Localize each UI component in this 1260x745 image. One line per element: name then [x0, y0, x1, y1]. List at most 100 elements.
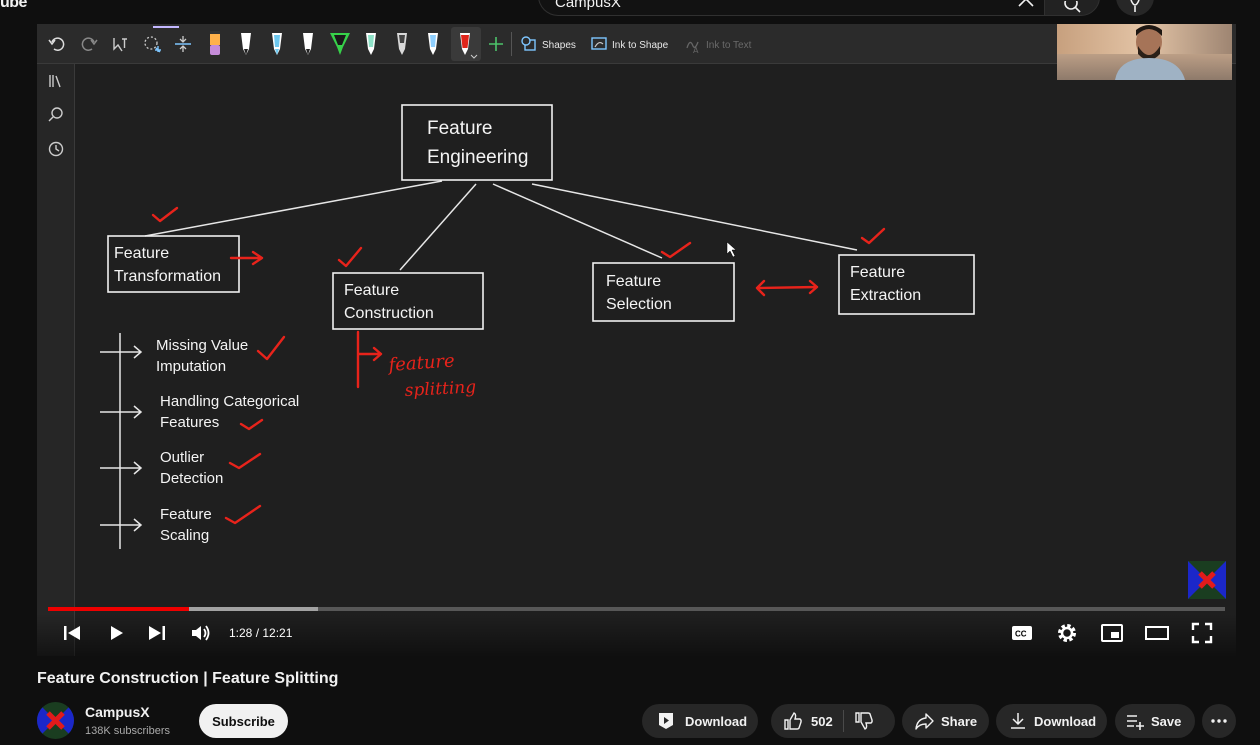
youtube-logo[interactable]: ube — [0, 0, 27, 11]
progress-played — [48, 607, 189, 611]
share-button[interactable]: Share — [902, 704, 989, 738]
undo-icon — [48, 37, 65, 51]
premium-download-button[interactable]: Download — [642, 704, 758, 738]
dislike-icon[interactable] — [854, 711, 874, 731]
pen-teal-icon — [366, 33, 376, 55]
extraction-line1: Feature — [850, 264, 905, 281]
pen-blue-icon — [272, 33, 282, 55]
item-scaling-line1: Feature — [160, 506, 212, 523]
save-button[interactable]: Save — [1115, 704, 1195, 738]
search-button[interactable] — [1044, 0, 1100, 16]
selection-line2: Selection — [606, 296, 672, 313]
extraction-line2: Extraction — [850, 287, 921, 304]
toolbar-divider — [511, 32, 512, 56]
check-scaling — [224, 504, 262, 525]
fullscreen-button[interactable] — [1190, 621, 1214, 645]
pen-purple-icon — [210, 31, 220, 55]
time-display: 1:28 / 12:21 — [229, 626, 293, 640]
check-extraction — [860, 227, 886, 245]
search-icon — [48, 107, 63, 122]
channel-watermark-icon[interactable] — [1188, 561, 1226, 599]
like-icon[interactable] — [783, 711, 803, 731]
presenter-figure — [1115, 25, 1185, 80]
next-button[interactable] — [145, 621, 169, 645]
pen-red-icon — [460, 33, 470, 55]
previous-button[interactable] — [60, 621, 84, 645]
double-arrow-selection-extraction — [755, 279, 819, 297]
transformation-line2: Transformation — [114, 268, 221, 285]
pen-lightblue-icon — [428, 33, 438, 55]
construction-box — [332, 272, 484, 330]
channel-avatar[interactable] — [37, 702, 74, 739]
clear-search-icon[interactable] — [1016, 0, 1036, 14]
save-label: Save — [1151, 713, 1182, 729]
check-missing — [256, 335, 286, 361]
share-icon — [915, 713, 934, 730]
more-actions-button[interactable] — [1202, 704, 1236, 738]
ink-to-text-icon: A — [686, 41, 699, 54]
video-frame: Shapes Ink to Shape A Ink to Text — [37, 24, 1236, 656]
diagram-boxes — [107, 104, 975, 330]
video-player[interactable]: Shapes Ink to Shape A Ink to Text — [37, 24, 1236, 656]
captions-button[interactable]: CC — [1010, 621, 1034, 645]
voice-search-button[interactable] — [1116, 0, 1154, 16]
red-ink-annotations — [151, 206, 886, 525]
note-feature: feature — [386, 350, 455, 376]
play-button[interactable] — [104, 621, 128, 645]
save-playlist-icon — [1127, 715, 1144, 730]
search-icon — [1064, 1, 1081, 13]
theater-mode-button[interactable] — [1145, 621, 1169, 645]
volume-button[interactable] — [189, 621, 213, 645]
check-transformation — [151, 206, 179, 223]
like-count[interactable]: 502 — [811, 713, 833, 729]
presenter-webcam — [1057, 24, 1232, 80]
shapes-icon — [521, 36, 536, 51]
miniplayer-button[interactable] — [1100, 621, 1124, 645]
history-icon — [48, 141, 64, 157]
connector-selection — [492, 183, 663, 259]
library-icon — [49, 75, 61, 88]
item-scaling-line2: Scaling — [160, 527, 209, 544]
ink-to-shape-label: Ink to Shape — [612, 40, 669, 51]
selection-box — [592, 262, 735, 322]
highlighter-green-icon — [330, 33, 350, 55]
item-categorical-line1: Handling Categorical — [160, 393, 299, 410]
channel-name[interactable]: CampusX — [85, 704, 150, 720]
arrow-construction-note — [356, 330, 383, 389]
youtube-play-icon — [659, 713, 673, 729]
extraction-box — [838, 254, 975, 315]
arrow-transformation — [229, 250, 264, 266]
root-box — [401, 104, 553, 181]
connector-extraction — [531, 183, 858, 251]
check-selection — [660, 241, 692, 259]
handwritten-note: feature splitting — [386, 350, 477, 401]
download-label: Download — [1034, 713, 1097, 729]
item-missing-line1: Missing Value — [156, 337, 248, 354]
insert-space-icon — [175, 36, 191, 52]
player-controls — [37, 614, 1236, 656]
select-icon — [113, 38, 127, 52]
microphone-icon — [1130, 0, 1140, 12]
pen-white-icon — [241, 33, 251, 55]
construction-line2: Construction — [344, 305, 434, 322]
share-label: Share — [941, 713, 978, 729]
active-tool-indicator — [153, 26, 179, 28]
search-input[interactable]: CampusX — [555, 0, 621, 11]
item-outlier-line2: Detection — [160, 470, 223, 487]
svg-text:CC: CC — [1015, 630, 1027, 639]
download-button[interactable]: Download — [996, 704, 1107, 738]
shapes-label: Shapes — [542, 40, 576, 51]
chevron-down-icon — [470, 54, 478, 59]
transformation-box — [107, 235, 240, 293]
diagram-text: Feature Engineering Feature Transformati… — [114, 118, 921, 544]
note-splitting: splitting — [404, 377, 476, 401]
progress-bar[interactable] — [48, 607, 1225, 611]
check-categorical — [239, 418, 264, 431]
lasso-icon — [144, 36, 161, 53]
settings-button[interactable] — [1055, 621, 1079, 645]
subscribe-button[interactable]: Subscribe — [199, 704, 288, 738]
more-icon — [1211, 719, 1227, 723]
redo-icon — [81, 37, 98, 51]
whiteboard-sidebar — [37, 64, 75, 656]
ink-to-text-label: Ink to Text — [706, 40, 752, 51]
